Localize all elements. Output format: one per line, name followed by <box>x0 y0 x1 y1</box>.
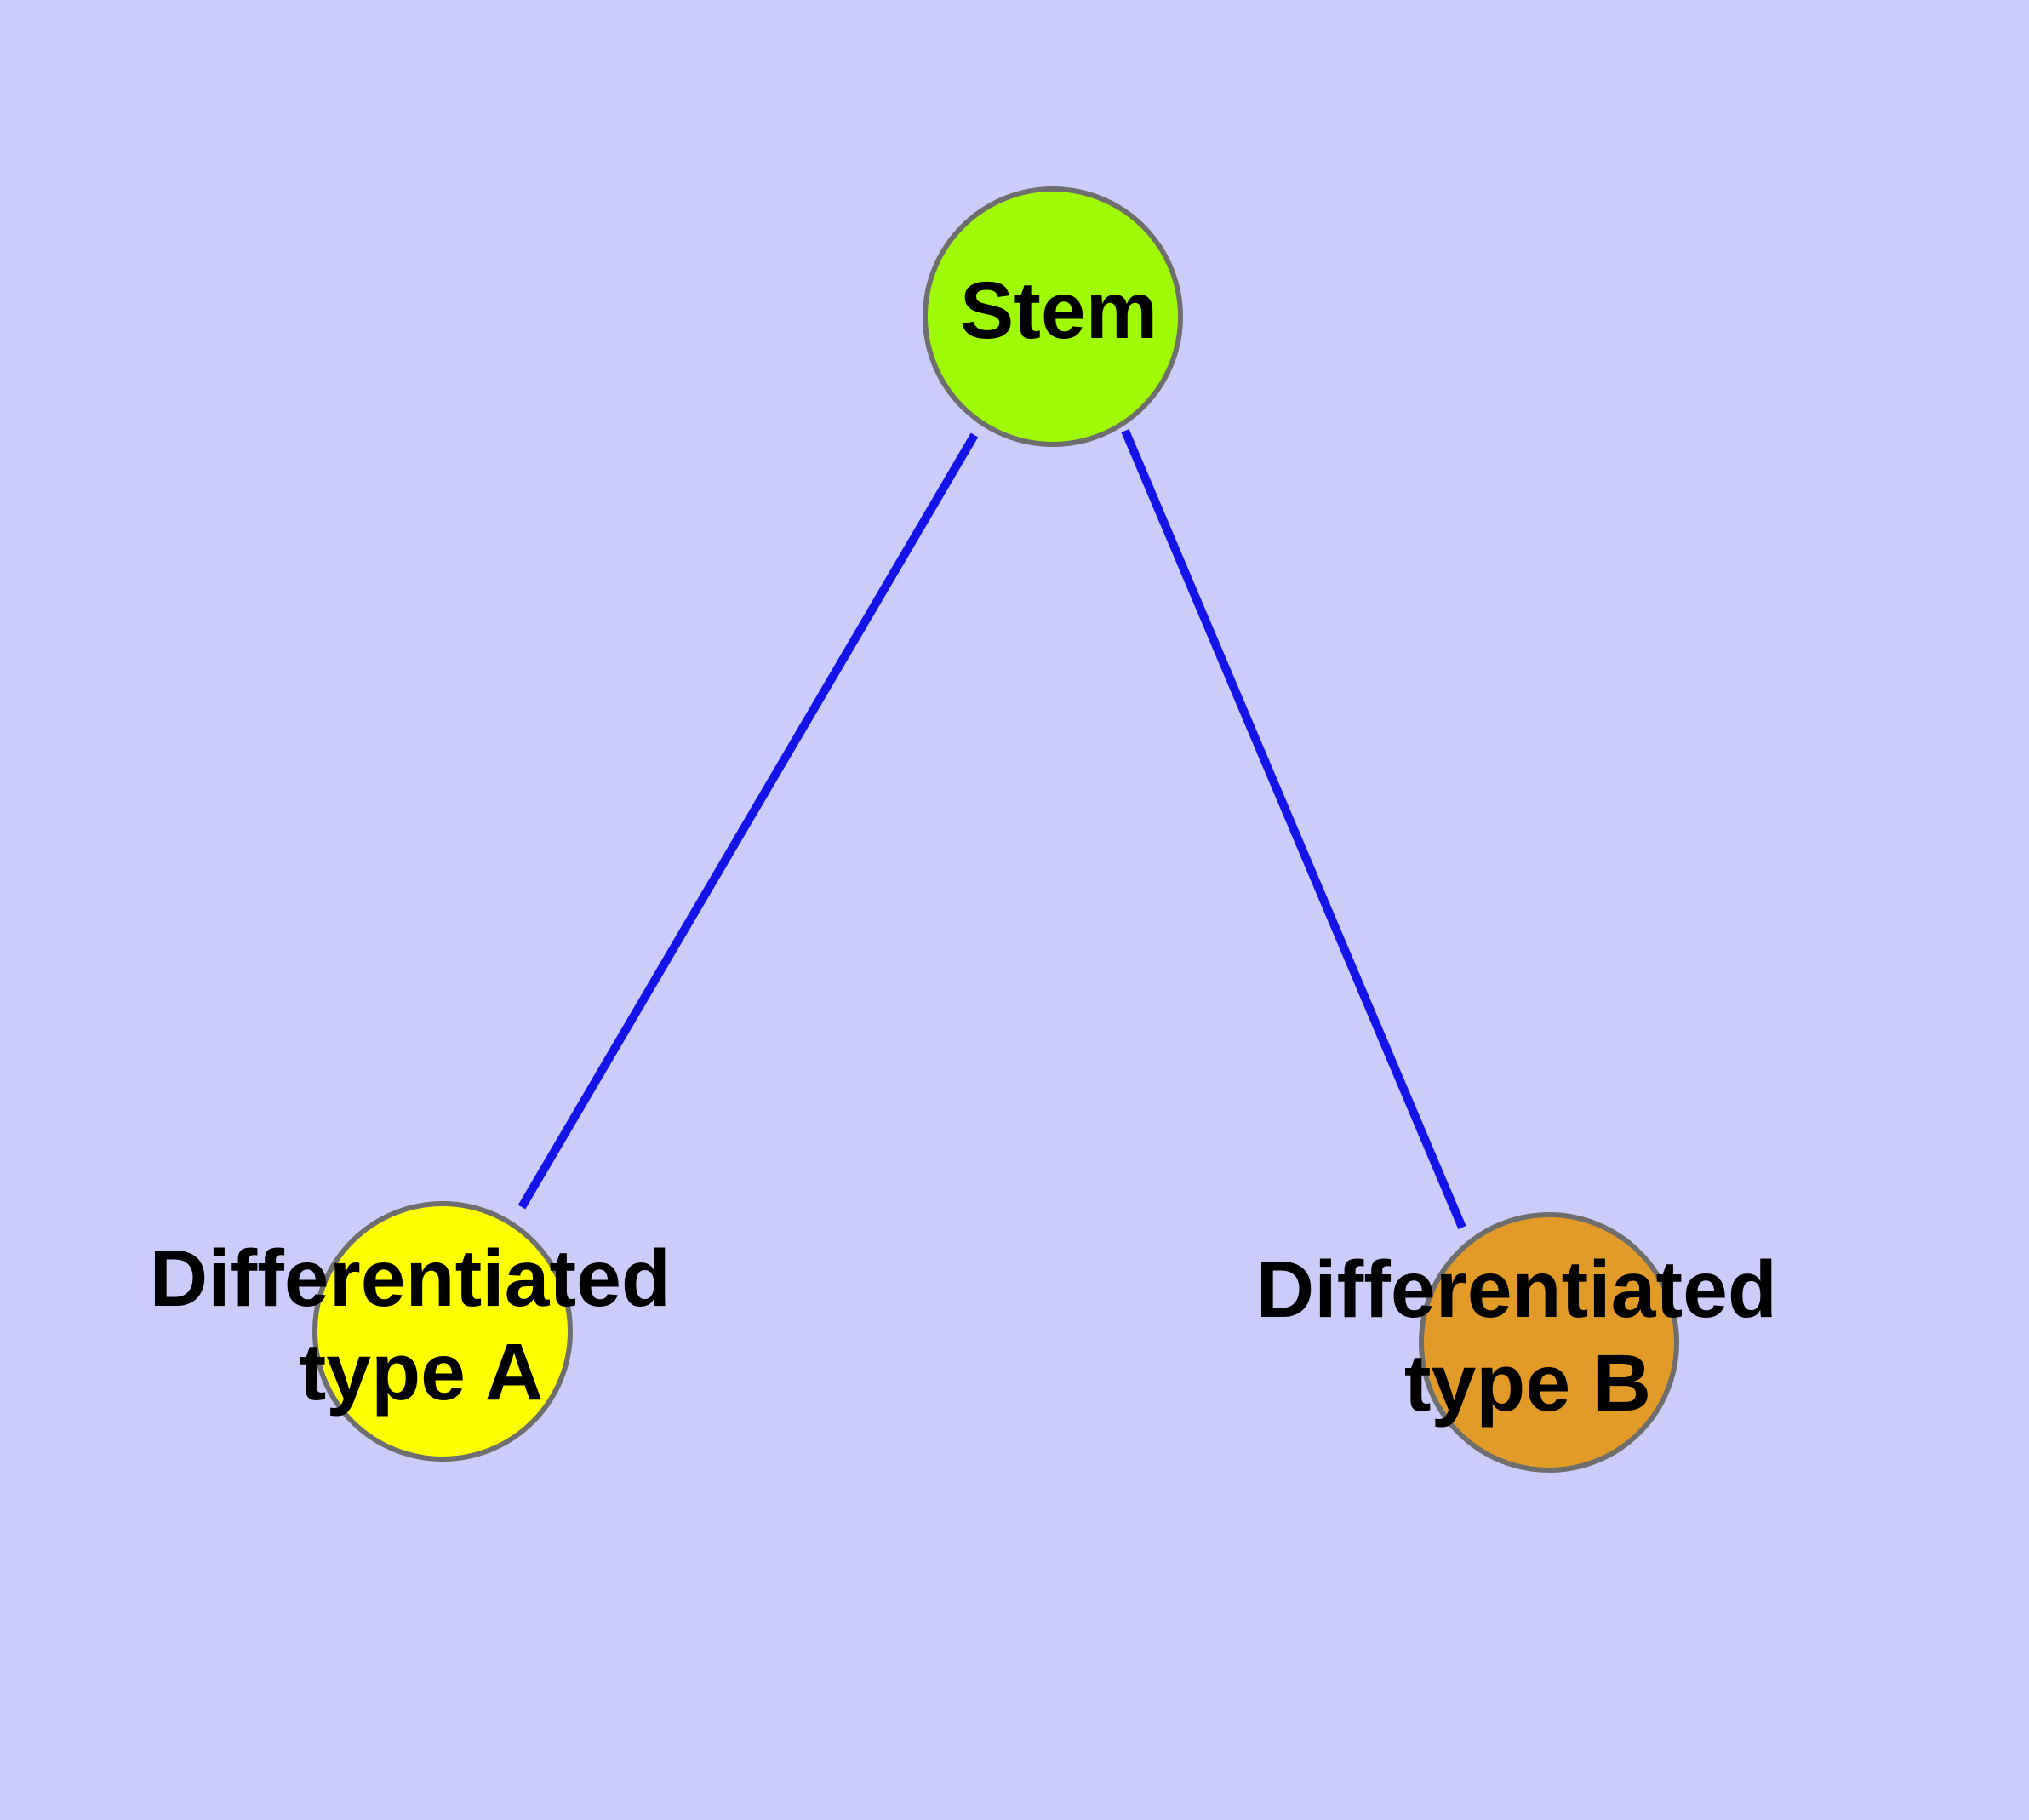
edges-layer <box>517 429 1466 1229</box>
edge-stem-to-diff-b[interactable] <box>1121 429 1466 1229</box>
node-differentiated-type-b[interactable] <box>1419 1212 1679 1473</box>
labels-layer: Stem Differentiated type A Differentiate… <box>150 266 1800 1428</box>
node-label-diff-a-line-1: Differentiated <box>150 1233 671 1324</box>
node-label-diff-b-line-2: type B <box>1404 1338 1651 1428</box>
node-stem[interactable] <box>923 186 1183 447</box>
node-label-stem: Stem <box>960 266 1157 356</box>
edge-stem-to-diff-a[interactable] <box>517 432 979 1210</box>
node-label-differentiated-type-b: Differentiated type B <box>1256 1245 1800 1428</box>
nodes-layer <box>312 186 1679 1473</box>
node-label-diff-b-line-1: Differentiated <box>1256 1245 1777 1335</box>
node-label-differentiated-type-a: Differentiated type A <box>150 1233 694 1417</box>
node-label-stem-line-1: Stem <box>960 266 1157 356</box>
node-label-diff-a-line-2: type A <box>300 1327 544 1417</box>
node-differentiated-type-a[interactable] <box>312 1201 573 1462</box>
